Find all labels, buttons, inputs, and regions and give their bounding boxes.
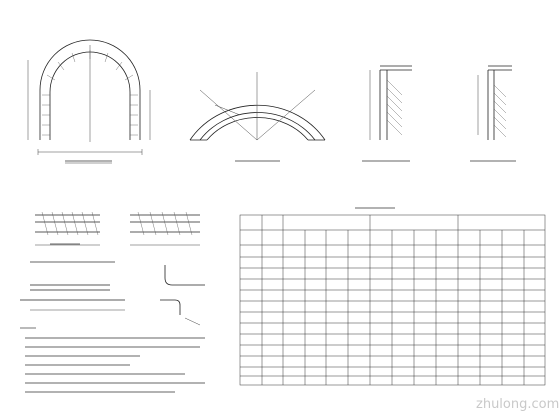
tunnel-lining-section-drawing [27,39,151,164]
side-detail-drawing-left [362,65,412,162]
notes-block [20,327,205,393]
bent-bar-hook-detail [160,265,205,326]
straight-bar-detail [20,261,125,311]
arch-rib-elevation-drawing [189,72,326,162]
side-detail-drawing-right [470,65,516,162]
watermark-text: zhulong.com [476,397,559,412]
rebar-cage-detail-right [130,211,200,246]
rebar-cage-detail-left [35,211,100,246]
quantities-table [239,207,546,386]
